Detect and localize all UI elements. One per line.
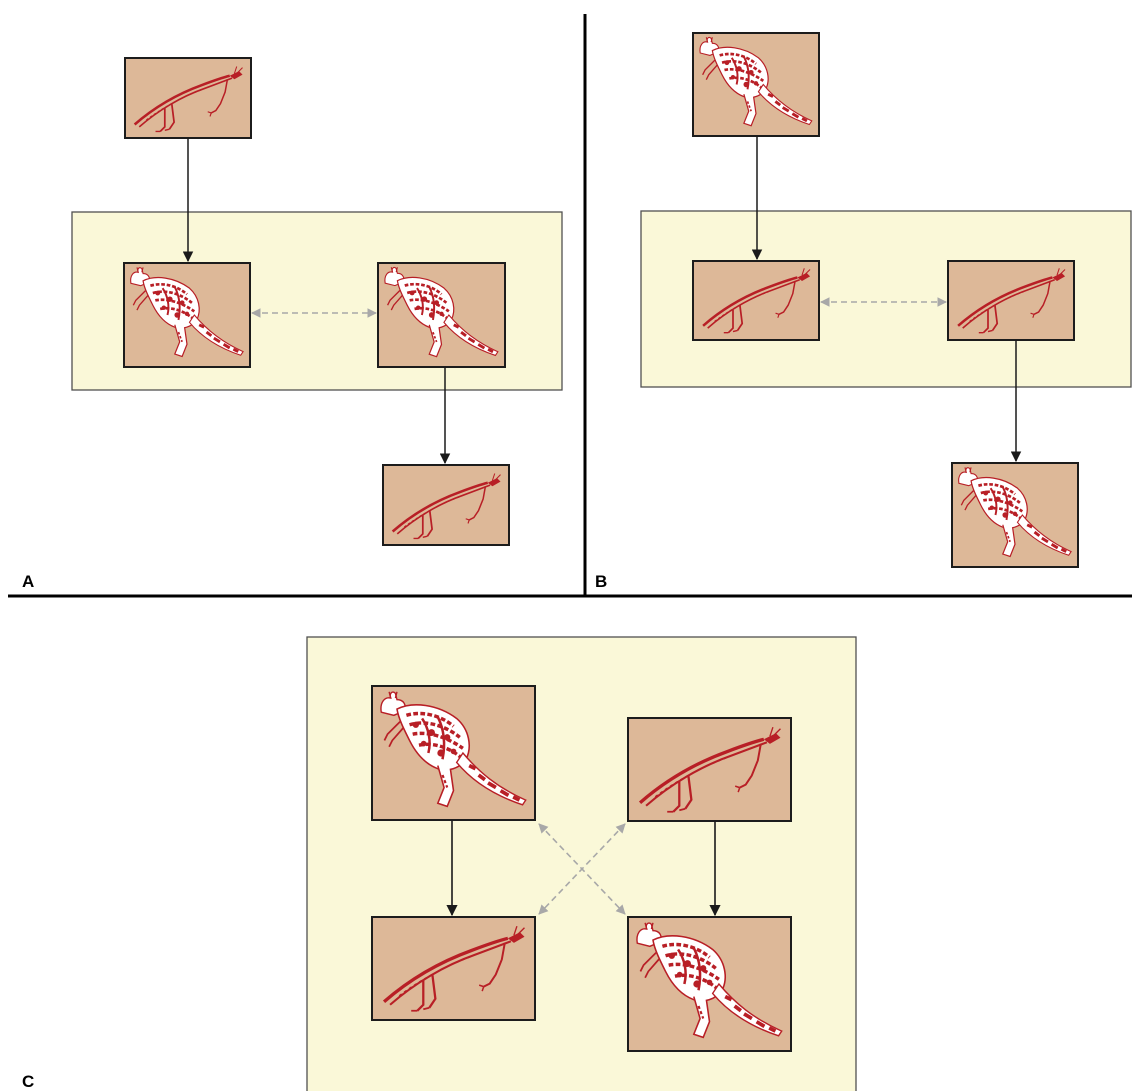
panel-c: C [22, 636, 857, 1091]
panel-c-top-right-frame [627, 717, 792, 822]
panel-b-right-frame [947, 260, 1075, 341]
panel-b: B [595, 32, 1132, 591]
panel-a-label: A [22, 572, 34, 591]
panel-c-label: C [22, 1072, 34, 1091]
panel-c-bottom-left-frame [371, 916, 536, 1021]
panel-a-left-frame [123, 262, 251, 368]
arrow-dashed [538, 823, 626, 915]
panel-c-bottom-right-frame [627, 916, 792, 1052]
panel-a-right-frame [377, 262, 506, 368]
panel-b-label: B [595, 572, 607, 591]
panel-a: A [22, 57, 563, 591]
panel-b-left-frame [692, 260, 820, 341]
panel-c-top-left-frame [371, 685, 536, 821]
panel-b-top-frame [692, 32, 820, 137]
panel-a-bottom-frame [382, 464, 510, 546]
panel-b-bottom-frame [951, 462, 1079, 568]
panel-a-top-frame [124, 57, 252, 139]
